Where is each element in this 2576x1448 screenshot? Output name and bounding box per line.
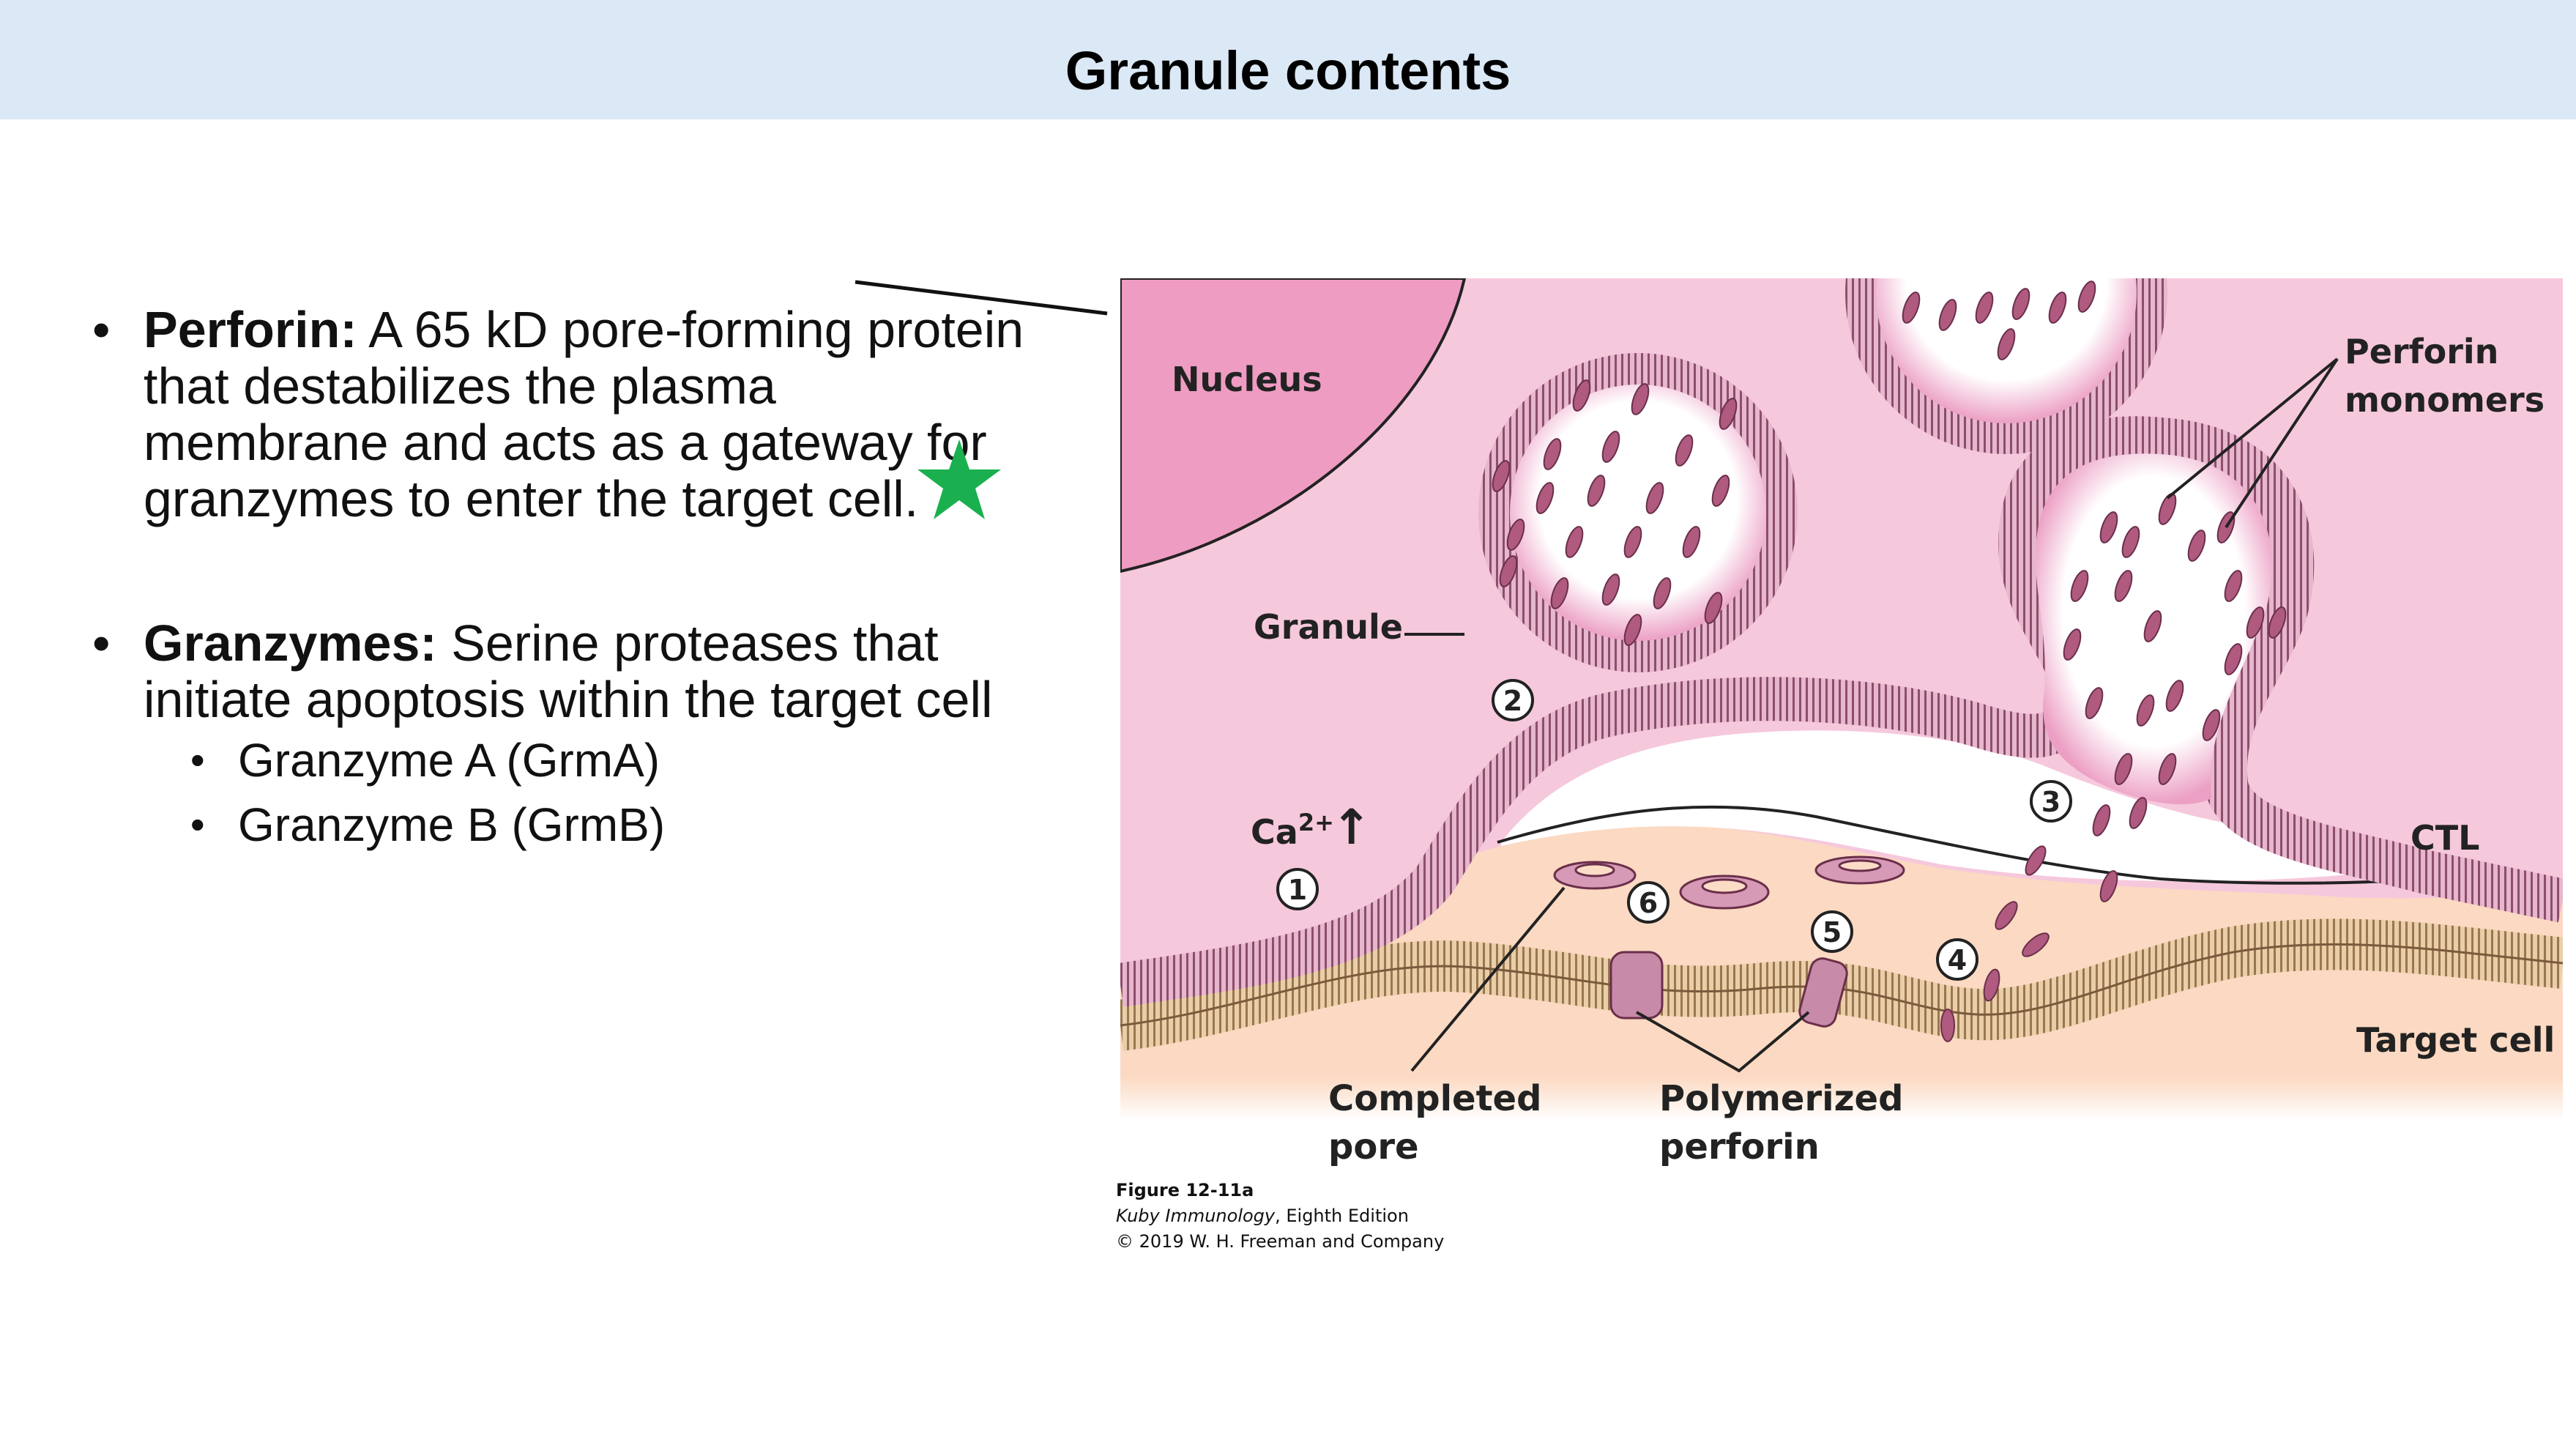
pointer-polymerized — [1636, 1011, 1810, 1073]
target-membrane-line — [1120, 943, 2563, 1027]
bullet-text: A 65 kD pore-forming protein that destab… — [144, 301, 1024, 527]
step-6-label: 6 — [1639, 887, 1658, 919]
label-target-cell: Target cell — [2356, 1020, 2555, 1060]
step-6 — [1627, 881, 1669, 924]
pointer-completed-pore — [1410, 886, 1566, 1072]
step-2-label: 2 — [1503, 685, 1522, 717]
step-2 — [1492, 679, 1534, 721]
step-markers — [1276, 679, 2072, 981]
label-granule: Granule — [1254, 607, 1403, 647]
step-4-label: 4 — [1948, 944, 1967, 976]
step-3 — [2030, 780, 2072, 823]
bullet-list: • Perforin: A 65 kD pore-forming protein… — [88, 302, 1025, 857]
label-ca: Ca2+ — [1251, 809, 1334, 852]
star-marker — [917, 439, 1001, 519]
step-3-label: 3 — [2041, 786, 2061, 818]
figure-caption: Figure 12-11a Kuby Immunology, Eighth Ed… — [1116, 1178, 1444, 1255]
bullet-term: Perforin: — [144, 301, 357, 358]
leader-line — [855, 280, 1108, 316]
pointer-perforin-1 — [2166, 357, 2339, 500]
step-5 — [1811, 910, 1853, 953]
label-perforin: Perforin — [2345, 332, 2498, 371]
completed-pores — [1553, 855, 1905, 910]
synaptic-cleft — [1501, 730, 2409, 882]
bullet-perforin: • Perforin: A 65 kD pore-forming protein… — [88, 302, 1025, 527]
caption-copyright: © 2019 W. H. Freeman and Company — [1116, 1231, 1445, 1252]
title-bar — [0, 0, 2576, 119]
target-surface-line — [1497, 805, 2417, 885]
bullet-dot: • — [190, 801, 205, 847]
caption-figure: Figure 12-11a — [1116, 1180, 1254, 1200]
step-5-label: 5 — [1823, 916, 1842, 948]
label-completed: Completed — [1328, 1078, 1541, 1119]
label-perforin-poly: perforin — [1659, 1126, 1820, 1167]
bullet-term: Granzymes: — [144, 615, 437, 672]
label-pore: pore — [1328, 1126, 1419, 1167]
step-1 — [1276, 868, 1319, 910]
caption-book: Kuby Immunology, Eighth Edition — [1116, 1206, 1409, 1226]
label-nucleus: Nucleus — [1172, 360, 1322, 399]
sub-bullet-granzyme-b: • Granzyme B (GrmB) — [88, 792, 1025, 857]
slide-title: Granule contents — [1065, 40, 1511, 101]
ctl-diagram: 1 2 3 4 5 6 — [1120, 278, 2563, 1121]
step-4 — [1936, 938, 1978, 981]
label-ctl: CTL — [2411, 818, 2479, 858]
pointer-perforin-2 — [2225, 357, 2339, 529]
bullet-dot: • — [92, 301, 111, 358]
label-polymerized: Polymerized — [1659, 1078, 1903, 1119]
bullet-text: Serine proteases that initiate apoptosis… — [144, 615, 993, 728]
bullet-dot: • — [92, 615, 111, 672]
step-1-label: 1 — [1288, 874, 1307, 906]
ca-increase-arrow: ↑ — [1331, 799, 1371, 855]
perforin-monomers — [1492, 281, 2287, 1042]
label-monomers: monomers — [2345, 380, 2545, 420]
sub-bullet-text: Granzyme B (GrmB) — [238, 798, 666, 851]
granule-lumen — [1510, 385, 1766, 641]
nucleus — [1120, 278, 1467, 573]
polymerized-perforin-pores — [1609, 951, 1848, 1028]
sub-bullet-text: Granzyme A (GrmA) — [238, 734, 660, 787]
bullet-dot: • — [190, 737, 205, 783]
bullet-granzymes: • Granzymes: Serine proteases that initi… — [88, 615, 1025, 728]
sub-bullet-granzyme-a: • Granzyme A (GrmA) — [88, 728, 1025, 792]
